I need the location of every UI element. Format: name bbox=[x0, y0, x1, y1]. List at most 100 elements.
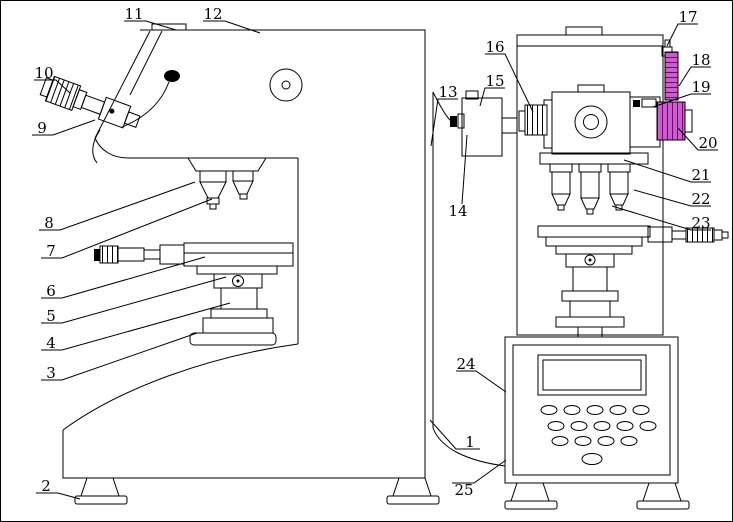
callout-12-label: 12 bbox=[203, 5, 222, 23]
callouts: 1 2 3 4 5 6 7 8 bbox=[32, 5, 718, 500]
callout-23-leader bbox=[611, 205, 711, 231]
cable-curve bbox=[121, 81, 170, 128]
keypad-button bbox=[632, 405, 650, 415]
callout-22: 22 bbox=[633, 189, 711, 208]
head-dial bbox=[269, 68, 303, 102]
callout-4-leader bbox=[41, 302, 231, 351]
keypad-button bbox=[570, 421, 588, 431]
callout-9-label: 9 bbox=[37, 119, 47, 137]
callout-24-leader bbox=[456, 370, 507, 393]
callout-12-leader bbox=[203, 20, 261, 34]
callout-10-label: 10 bbox=[34, 64, 53, 82]
callout-17: 17 bbox=[666, 8, 698, 47]
callout-8-leader bbox=[39, 181, 196, 231]
callout-6-leader bbox=[41, 256, 206, 299]
magenta-strip-18 bbox=[664, 51, 679, 101]
callout-8: 8 bbox=[39, 181, 196, 232]
callout-16: 16 bbox=[485, 38, 534, 113]
callout-2-leader bbox=[36, 492, 81, 500]
callout-6-label: 6 bbox=[46, 282, 56, 300]
keypad-button bbox=[616, 421, 634, 431]
xy-stage-right bbox=[537, 225, 651, 338]
callout-7: 7 bbox=[41, 198, 213, 260]
panel-foot-right bbox=[636, 482, 690, 510]
micrometer-knob bbox=[99, 245, 119, 264]
callout-7-label: 7 bbox=[46, 242, 56, 260]
top-cap-right bbox=[565, 26, 603, 36]
callout-16-label: 16 bbox=[485, 38, 504, 56]
callout-14: 14 bbox=[448, 134, 468, 220]
right-machine bbox=[516, 26, 729, 338]
cable-curve-2 bbox=[92, 129, 101, 164]
callout-9-leader bbox=[32, 119, 96, 136]
callout-20-leader bbox=[677, 127, 718, 151]
keypad-button bbox=[586, 405, 604, 415]
callout-14-leader bbox=[461, 134, 468, 205]
callout-1-leader bbox=[429, 419, 480, 450]
objectives-right bbox=[539, 152, 649, 215]
callout-3-label: 3 bbox=[46, 364, 56, 382]
callout-15-leader bbox=[479, 87, 505, 107]
callout-16-leader bbox=[485, 53, 534, 113]
left-machine bbox=[39, 23, 440, 505]
callout-13-label: 13 bbox=[438, 83, 457, 101]
head-dial-right bbox=[574, 105, 608, 139]
control-panel bbox=[504, 336, 690, 510]
xy-stage-left bbox=[94, 242, 294, 346]
keypad-button bbox=[547, 421, 565, 431]
callout-20: 20 bbox=[677, 127, 718, 152]
measurement-box bbox=[461, 90, 517, 157]
eyepiece-screw bbox=[109, 108, 115, 114]
display-screen bbox=[537, 354, 647, 396]
black-knob bbox=[164, 70, 180, 82]
anvil bbox=[202, 317, 274, 334]
callout-15-label: 15 bbox=[485, 72, 504, 90]
keypad-button bbox=[639, 421, 657, 431]
callout-13: 13 bbox=[430, 83, 458, 147]
callout-21-label: 21 bbox=[691, 166, 710, 184]
callout-17-label: 17 bbox=[678, 8, 697, 26]
callout-3: 3 bbox=[41, 332, 198, 382]
callout-12: 12 bbox=[203, 5, 261, 34]
callout-17-leader bbox=[666, 23, 698, 47]
callout-7-leader bbox=[41, 198, 213, 259]
stage-lock-knob-right bbox=[584, 254, 596, 266]
stage-column bbox=[220, 287, 258, 310]
callout-18: 18 bbox=[678, 51, 711, 87]
knurled-knob-16 bbox=[524, 104, 548, 136]
keypad-button bbox=[620, 436, 638, 446]
indenter-head bbox=[518, 51, 693, 155]
callout-5-label: 5 bbox=[46, 307, 56, 325]
callout-24-label: 24 bbox=[456, 355, 475, 373]
nut-19 bbox=[641, 98, 657, 108]
keypad-button bbox=[563, 405, 581, 415]
callout-21: 21 bbox=[623, 159, 711, 184]
callout-23: 23 bbox=[611, 205, 711, 232]
callout-19: 19 bbox=[652, 78, 711, 108]
indenter-tip bbox=[209, 203, 217, 210]
connector-plug bbox=[450, 116, 457, 127]
callout-10-leader bbox=[34, 79, 71, 94]
keypad bbox=[540, 405, 657, 465]
objective-turret bbox=[187, 157, 267, 210]
callout-4: 4 bbox=[41, 302, 231, 352]
callout-5-leader bbox=[41, 276, 227, 324]
callout-2-label: 2 bbox=[41, 477, 51, 495]
interconnect-cable bbox=[432, 91, 506, 467]
callout-13-leader bbox=[430, 98, 458, 147]
callout-11-label: 11 bbox=[124, 5, 143, 23]
callout-21-leader bbox=[623, 159, 711, 183]
callout-11-leader bbox=[124, 20, 177, 31]
callout-11: 11 bbox=[124, 5, 177, 31]
keypad-button bbox=[609, 405, 627, 415]
callout-15: 15 bbox=[479, 72, 505, 107]
keypad-button-large bbox=[581, 453, 603, 465]
machine-foot-right bbox=[386, 477, 440, 505]
callout-1-label: 1 bbox=[465, 433, 475, 451]
stage-lock-knob bbox=[232, 275, 244, 287]
eyepiece-assembly bbox=[39, 75, 141, 129]
machine-foot-left bbox=[74, 477, 128, 505]
callout-25-label: 25 bbox=[454, 481, 473, 499]
keypad-button bbox=[593, 421, 611, 431]
